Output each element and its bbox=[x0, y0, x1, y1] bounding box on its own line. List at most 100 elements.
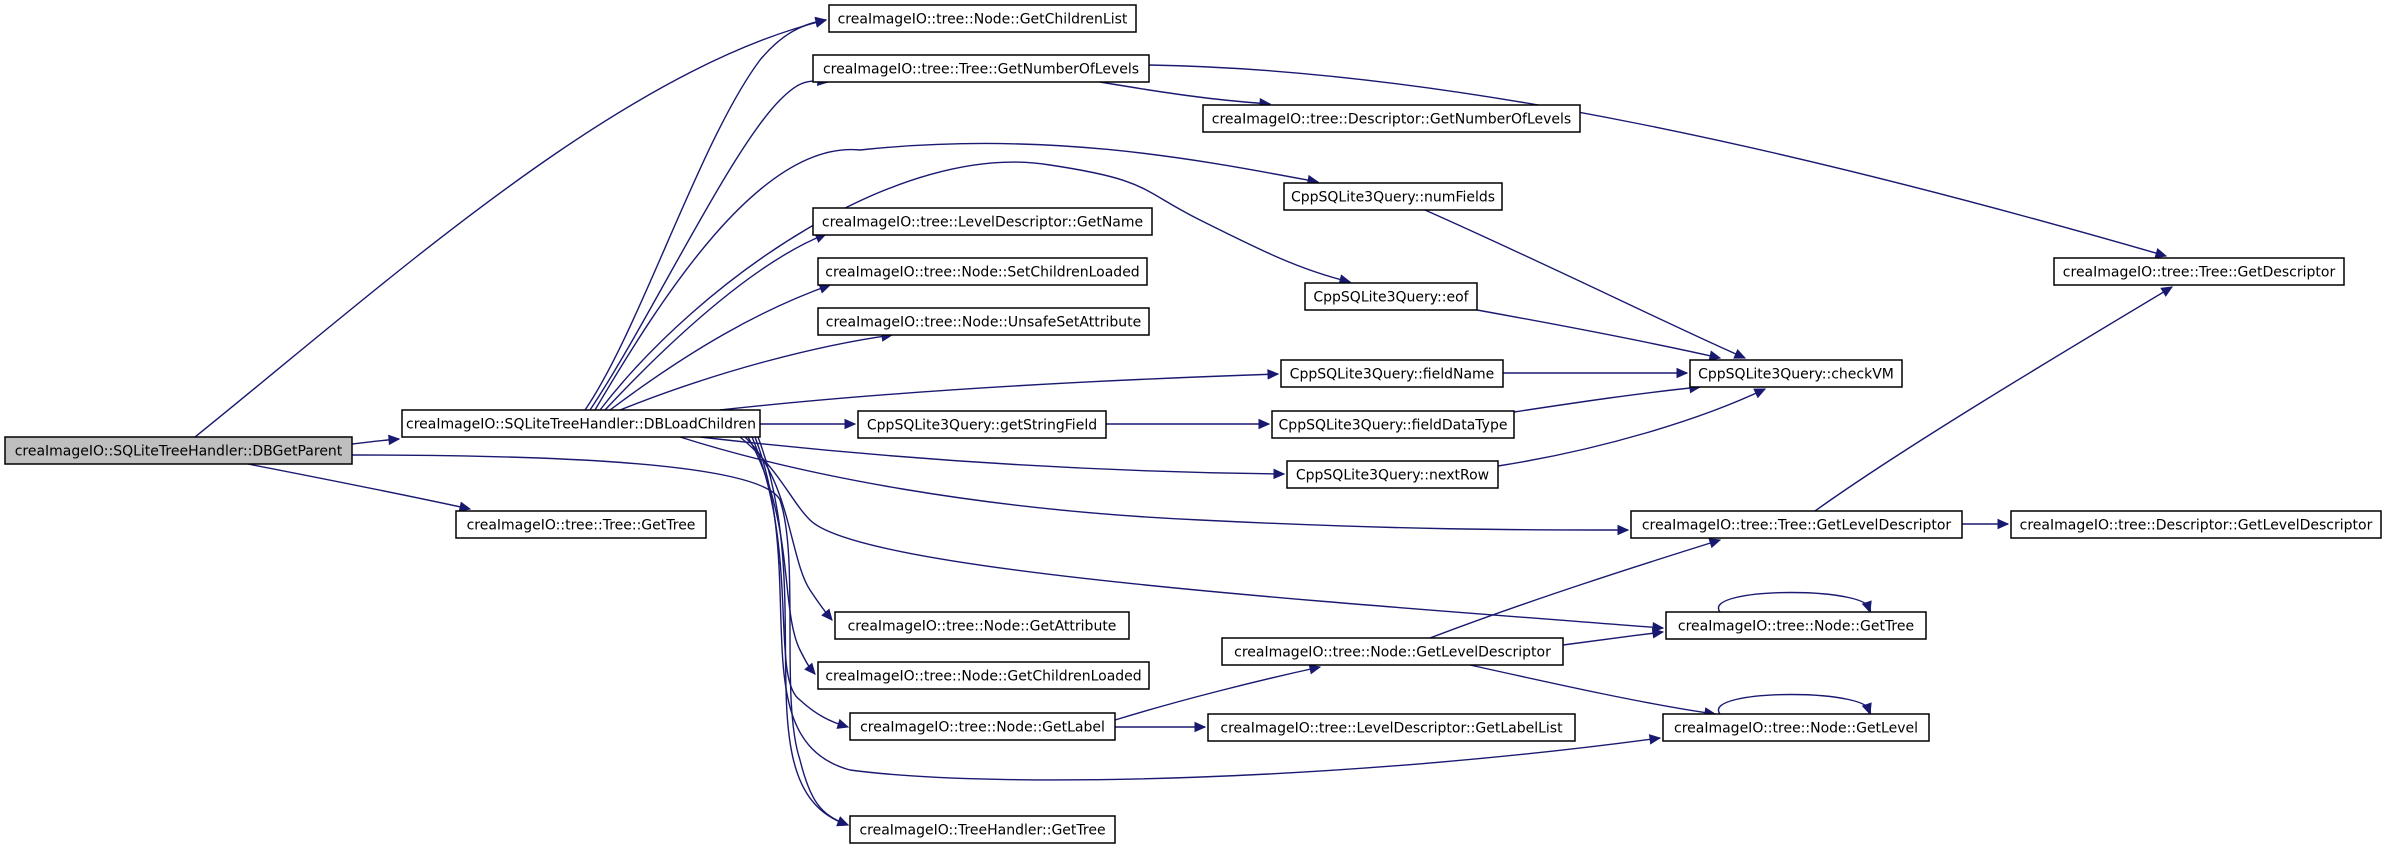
edge-query_eof-to-query_checkvm bbox=[1476, 309, 1722, 361]
edge-arrowhead-tree_getnumberoflevels-to-tree_getdescriptor bbox=[2154, 248, 2168, 259]
node-box bbox=[1630, 510, 1963, 539]
node-query-nextrow[interactable]: CppSQLite3Query::nextRow bbox=[1286, 460, 1499, 489]
edge-line-dbloadchildren-to-node_unsafesetattribute bbox=[619, 334, 893, 411]
node-label: creaImageIO::tree::Node::GetLabel bbox=[860, 720, 1105, 736]
node-node-unsafesetattribute[interactable]: creaImageIO::tree::Node::UnsafeSetAttrib… bbox=[817, 307, 1150, 336]
edge-line-query_fielddatatype-to-query_checkvm bbox=[1513, 386, 1701, 413]
node-query-eof[interactable]: CppSQLite3Query::eof bbox=[1304, 282, 1478, 311]
edge-line-node_getleveldescriptor-to-node_gettree bbox=[1562, 631, 1664, 646]
node-node-setchildrenloaded[interactable]: creaImageIO::tree::Node::SetChildrenLoad… bbox=[817, 257, 1148, 286]
edge-node_getleveldescriptor-to-tree_getleveldescriptor bbox=[1429, 538, 1722, 639]
edge-query_fieldname-to-query_checkvm bbox=[1503, 367, 1689, 379]
node-descriptor-getnumberoflevels[interactable]: creaImageIO::tree::Descriptor::GetNumber… bbox=[1202, 104, 1581, 133]
node-query-fielddatatype[interactable]: CppSQLite3Query::fieldDataType bbox=[1271, 410, 1515, 439]
node-box bbox=[828, 4, 1137, 33]
edge-node_getleveldescriptor-to-node_getlevel bbox=[1469, 664, 1717, 718]
edge-line-dbloadchildren-to-tree_getleveldescriptor bbox=[679, 436, 1629, 531]
edge-arrowhead-node_getleveldescriptor-to-node_gettree bbox=[1651, 628, 1665, 639]
edge-arrowhead-node_gettree-to-node_gettree bbox=[1861, 600, 1872, 614]
edge-line-dbloadchildren-to-tree_getnumberoflevels bbox=[589, 80, 829, 411]
node-node-getattribute[interactable]: creaImageIO::tree::Node::GetAttribute bbox=[834, 611, 1130, 640]
edge-line-dbloadchildren-to-query_eof bbox=[599, 161, 1351, 411]
edge-tree_getleveldescriptor-to-tree_getdescriptor bbox=[1814, 286, 2174, 512]
edge-line-dbloadchildren-to-query_numfields bbox=[594, 142, 1319, 411]
node-dbloadchildren[interactable]: creaImageIO::SQLiteTreeHandler::DBLoadCh… bbox=[401, 409, 761, 438]
edge-arrowhead-query_numfields-to-query_checkvm bbox=[1733, 348, 1747, 359]
edge-arrowhead-node_getlabel-to-node_getleveldescriptor bbox=[1308, 664, 1322, 675]
node-label: creaImageIO::tree::Tree::GetDescriptor bbox=[2063, 265, 2336, 281]
edge-dbloadchildren-to-node_getlevel bbox=[754, 436, 1662, 781]
edge-line-dbloadchildren-to-node_getattribute bbox=[744, 436, 833, 621]
node-label: creaImageIO::tree::Tree::GetTree bbox=[467, 518, 696, 534]
edge-line-dbloadchildren-to-node_gettree bbox=[739, 436, 1664, 629]
edge-arrowhead-query_eof-to-query_checkvm bbox=[1708, 350, 1722, 361]
edge-dbgetparent-to-dbloadchildren bbox=[351, 434, 401, 446]
node-node-getchildrenlist[interactable]: creaImageIO::tree::Node::GetChildrenList bbox=[828, 4, 1137, 33]
node-node-gettree[interactable]: creaImageIO::tree::Node::GetTree bbox=[1665, 611, 1927, 640]
node-node-getlevel[interactable]: creaImageIO::tree::Node::GetLevel bbox=[1662, 713, 1930, 742]
node-label: CppSQLite3Query::fieldName bbox=[1290, 367, 1495, 383]
edge-line-dbgetparent-to-treehandler_gettree bbox=[351, 454, 849, 826]
edge-arrowhead-dbloadchildren-to-query_fieldname bbox=[1267, 369, 1280, 380]
edge-line-node_getleveldescriptor-to-tree_getleveldescriptor bbox=[1429, 539, 1721, 639]
edge-node_getlabel-to-leveldescriptor_getlabellist bbox=[1114, 721, 1207, 733]
edge-dbloadchildren-to-node_unsafesetattribute bbox=[619, 331, 894, 411]
node-query-fieldname[interactable]: CppSQLite3Query::fieldName bbox=[1280, 359, 1504, 388]
node-query-numfields[interactable]: CppSQLite3Query::numFields bbox=[1283, 182, 1503, 211]
node-query-getstringfield[interactable]: CppSQLite3Query::getStringField bbox=[857, 410, 1107, 439]
node-label: creaImageIO::tree::Descriptor::GetLevelD… bbox=[2020, 518, 2373, 534]
edge-dbloadchildren-to-treehandler_gettree bbox=[757, 436, 850, 827]
edge-line-dbgetparent-to-node_getchildrenlist bbox=[194, 19, 827, 438]
node-label: CppSQLite3Query::numFields bbox=[1291, 190, 1495, 206]
edge-tree_getleveldescriptor-to-descriptor_getleveldescriptor bbox=[1962, 518, 2010, 530]
node-node-getlabel[interactable]: creaImageIO::tree::Node::GetLabel bbox=[849, 712, 1116, 741]
node-descriptor-getleveldescriptor[interactable]: creaImageIO::tree::Descriptor::GetLevelD… bbox=[2010, 510, 2382, 539]
node-tree-getleveldescriptor[interactable]: creaImageIO::tree::Tree::GetLevelDescrip… bbox=[1630, 510, 1963, 539]
node-node-getchildrenloaded[interactable]: creaImageIO::tree::Node::GetChildrenLoad… bbox=[817, 661, 1150, 690]
edge-line-dbloadchildren-to-node_setchildrenloaded bbox=[609, 284, 831, 411]
node-node-getleveldescriptor[interactable]: creaImageIO::tree::Node::GetLevelDescrip… bbox=[1221, 637, 1564, 666]
node-label: creaImageIO::tree::Node::GetChildrenList bbox=[838, 12, 1128, 28]
edge-line-dbloadchildren-to-query_nextrow bbox=[699, 436, 1285, 475]
node-box bbox=[834, 611, 1130, 640]
edge-arrowhead-query_fieldname-to-query_checkvm bbox=[1676, 367, 1689, 379]
node-box bbox=[1689, 359, 1903, 388]
node-label: CppSQLite3Query::getStringField bbox=[867, 418, 1097, 434]
edge-arrowhead-tree_getleveldescriptor-to-descriptor_getleveldescriptor bbox=[1997, 518, 2010, 530]
node-label: creaImageIO::SQLiteTreeHandler::DBGetPar… bbox=[15, 444, 343, 460]
edge-line-dbloadchildren-to-node_getlevel bbox=[754, 436, 1661, 781]
edge-arrowhead-tree_getleveldescriptor-to-tree_getdescriptor bbox=[2160, 286, 2174, 297]
node-label: creaImageIO::tree::LevelDescriptor::GetL… bbox=[1220, 721, 1563, 737]
node-label: CppSQLite3Query::nextRow bbox=[1296, 468, 1489, 484]
node-leveldescriptor-getlabellist[interactable]: creaImageIO::tree::LevelDescriptor::GetL… bbox=[1207, 713, 1576, 742]
node-label: creaImageIO::tree::Tree::GetLevelDescrip… bbox=[1642, 518, 1952, 534]
edge-line-node_gettree-to-node_gettree bbox=[1717, 591, 1871, 613]
node-tree-getdescriptor[interactable]: creaImageIO::tree::Tree::GetDescriptor bbox=[2053, 257, 2345, 286]
node-label: creaImageIO::tree::Node::UnsafeSetAttrib… bbox=[826, 315, 1141, 331]
edge-dbgetparent-to-node_getchildrenlist bbox=[194, 17, 828, 438]
edge-arrowhead-dbloadchildren-to-node_getlabel bbox=[836, 718, 850, 729]
node-label: creaImageIO::tree::Node::SetChildrenLoad… bbox=[825, 265, 1139, 281]
edge-line-tree_getleveldescriptor-to-tree_getdescriptor bbox=[1814, 286, 2173, 512]
node-treehandler-gettree[interactable]: creaImageIO::TreeHandler::GetTree bbox=[849, 815, 1116, 844]
node-label: creaImageIO::tree::LevelDescriptor::GetN… bbox=[822, 215, 1143, 231]
node-label: creaImageIO::tree::Node::GetLevelDescrip… bbox=[1234, 645, 1551, 661]
edge-line-node_getlevel-to-node_getlevel bbox=[1717, 693, 1871, 715]
node-leveldescriptor-getname[interactable]: creaImageIO::tree::LevelDescriptor::GetN… bbox=[812, 207, 1153, 236]
edge-dbloadchildren-to-tree_getleveldescriptor bbox=[679, 436, 1630, 536]
edge-line-query_eof-to-query_checkvm bbox=[1476, 309, 1721, 359]
edge-arrowhead-dbloadchildren-to-query_nextrow bbox=[1273, 468, 1286, 480]
node-dbgetparent[interactable]: creaImageIO::SQLiteTreeHandler::DBGetPar… bbox=[4, 436, 353, 465]
edge-dbloadchildren-to-query_nextrow bbox=[699, 436, 1286, 480]
node-box bbox=[1283, 182, 1503, 211]
edge-line-node_getlabel-to-node_getleveldescriptor bbox=[1114, 666, 1321, 721]
edge-line-node_getleveldescriptor-to-node_getlevel bbox=[1469, 664, 1716, 715]
edge-line-dbloadchildren-to-leveldescriptor_getname bbox=[604, 233, 827, 411]
node-box bbox=[817, 257, 1148, 286]
node-tree-getnumberoflevels[interactable]: creaImageIO::tree::Tree::GetNumberOfLeve… bbox=[812, 54, 1150, 83]
node-label: CppSQLite3Query::checkVM bbox=[1698, 367, 1894, 383]
edge-query_getstringfield-to-query_fielddatatype bbox=[1106, 418, 1271, 430]
node-tree-gettree[interactable]: creaImageIO::tree::Tree::GetTree bbox=[455, 510, 707, 539]
node-query-checkvm[interactable]: CppSQLite3Query::checkVM bbox=[1689, 359, 1903, 388]
edge-dbloadchildren-to-node_getattribute bbox=[744, 436, 833, 621]
